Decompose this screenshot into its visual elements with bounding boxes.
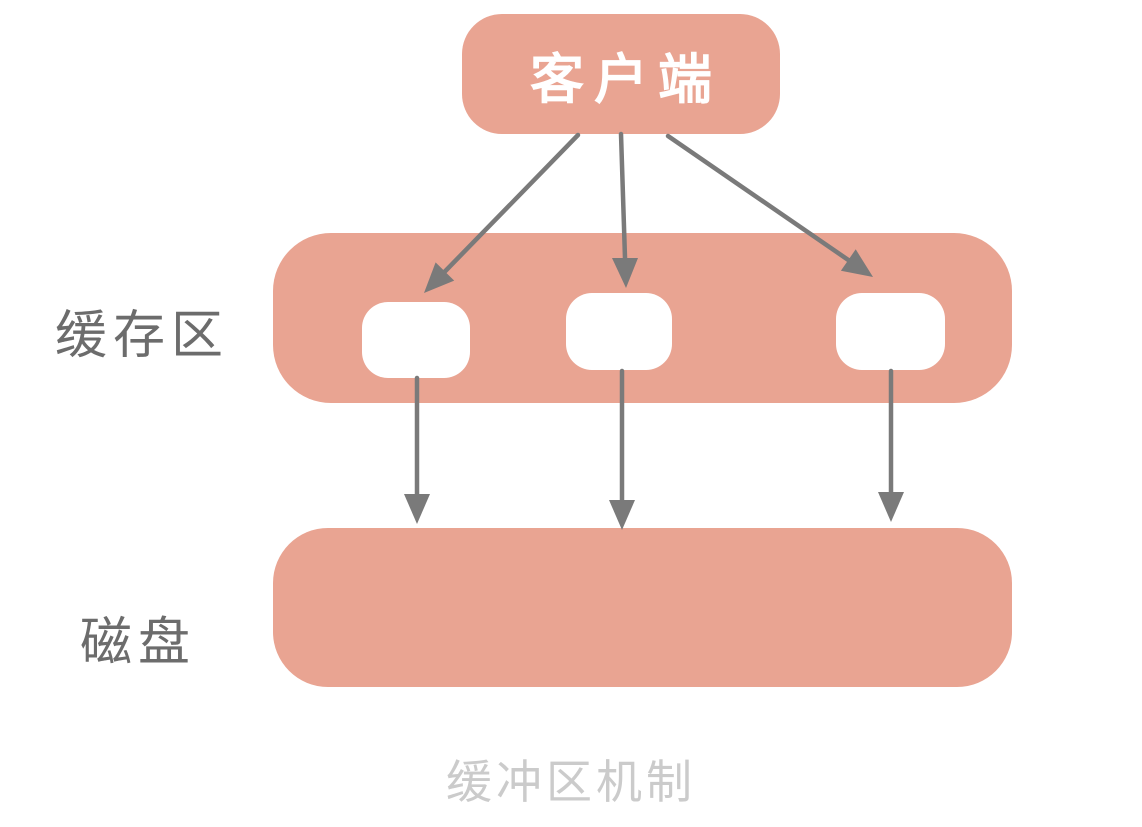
client-node-label: 客户端 (530, 47, 722, 111)
buffer-slot-1 (362, 302, 470, 378)
cache-label: 缓存区 (55, 306, 230, 366)
client-node: 客户端 (462, 14, 780, 134)
disk-band (273, 528, 1012, 687)
disk-label: 磁盘 (80, 613, 197, 673)
buffer-slot-3 (836, 293, 945, 370)
buffer-slot-2 (566, 293, 672, 370)
diagram-caption: 缓冲区机制 (446, 755, 696, 809)
